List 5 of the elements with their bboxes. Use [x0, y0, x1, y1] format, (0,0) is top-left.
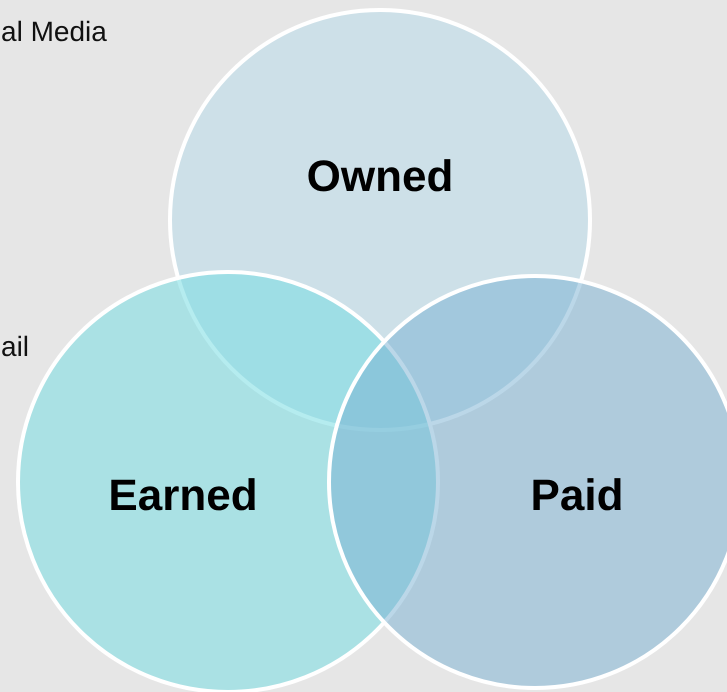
side-label: ail — [1, 331, 30, 363]
circle-label: Earned — [108, 471, 258, 521]
side-label: al Media — [1, 16, 107, 48]
circle-label: Paid — [530, 471, 624, 521]
circle-label: Owned — [306, 152, 454, 202]
